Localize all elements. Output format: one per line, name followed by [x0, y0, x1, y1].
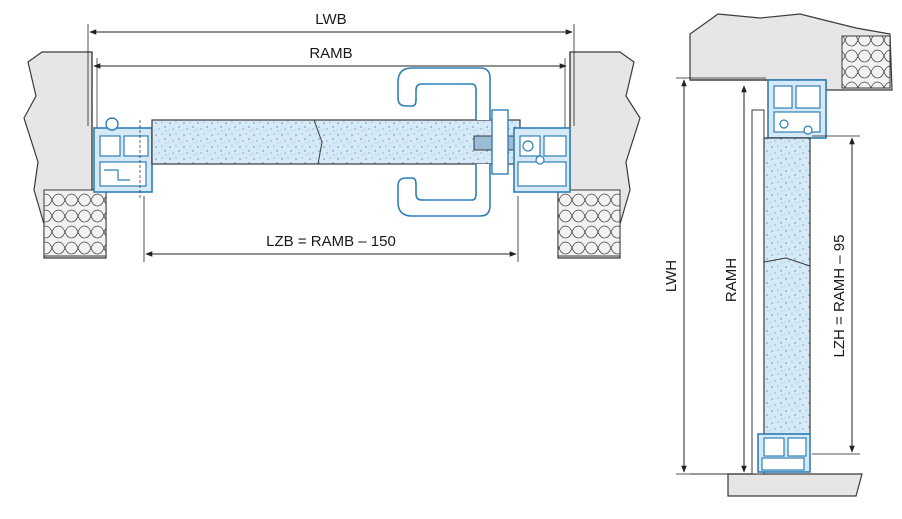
dimension-ramb: RAMB	[93, 45, 567, 69]
dimension-ramh: RAMH	[723, 85, 747, 473]
left-frame-profile	[93, 117, 153, 200]
top-frame-profile	[767, 79, 827, 139]
lzh-label: LZH = RAMH – 95	[831, 235, 848, 358]
vertical-section: LWH RAMH LZH = RAMH – 95	[663, 13, 893, 497]
door-handle	[397, 67, 515, 217]
door-leaf-horizontal	[151, 119, 521, 165]
left-wall	[23, 51, 107, 259]
lwh-label: LWH	[663, 260, 680, 292]
lzb-label: LZB = RAMB – 150	[266, 233, 396, 250]
ramb-label: RAMB	[309, 45, 352, 62]
floor	[690, 473, 863, 497]
lintel	[689, 13, 893, 91]
right-wall	[557, 51, 641, 259]
ramh-label: RAMH	[723, 258, 740, 302]
door-leaf-vertical	[751, 109, 811, 475]
right-frame-profile	[513, 127, 571, 193]
dimension-lwb: LWB	[87, 11, 575, 126]
dimension-lzh: LZH = RAMH – 95	[812, 135, 860, 455]
bottom-rail-profile	[757, 433, 811, 473]
lwb-label: LWB	[315, 11, 346, 28]
horizontal-section: LWB RAMB LZB = RAMB – 150	[23, 11, 641, 262]
dimension-lzb: LZB = RAMB – 150	[143, 196, 519, 262]
dimension-lwh: LWH	[663, 77, 766, 475]
